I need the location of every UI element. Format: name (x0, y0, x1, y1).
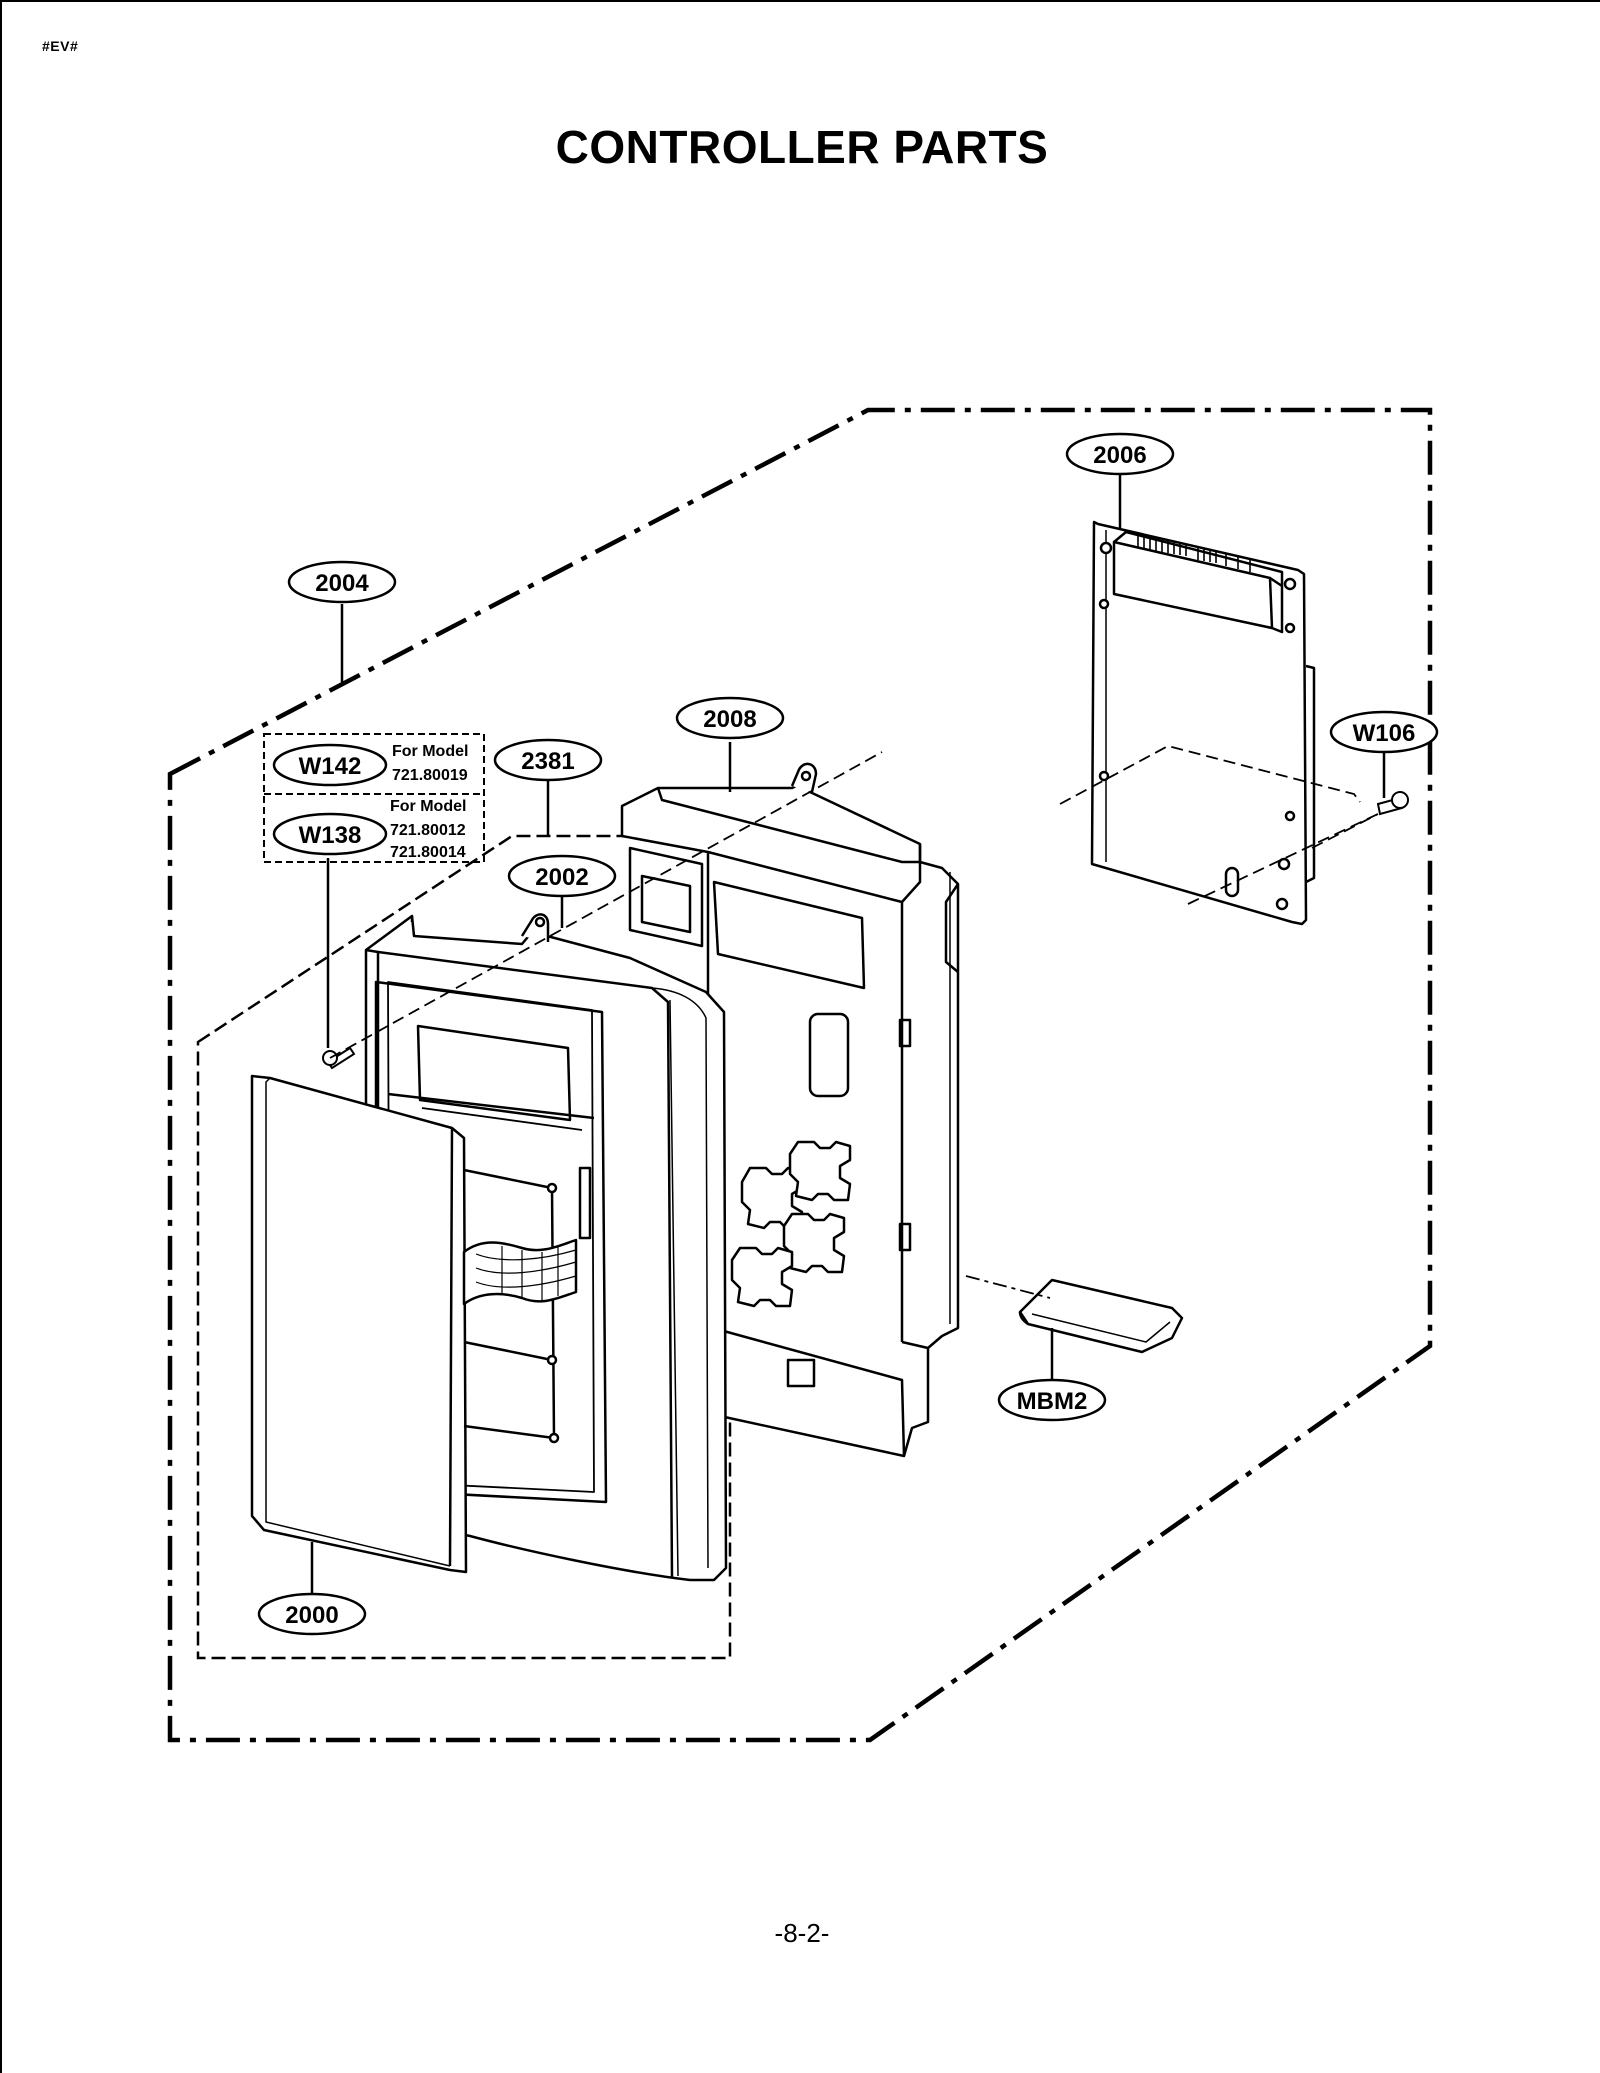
leader-lines (310, 472, 1386, 1598)
callout-2008: 2008 (703, 706, 756, 733)
callout-ellipses (257, 432, 1439, 1636)
callout-w142: W142 (299, 753, 362, 780)
note-w142-heading: For Model (392, 743, 468, 760)
note-w138-model-1: 721.80012 (390, 822, 466, 839)
callout-w106: W106 (1353, 720, 1416, 747)
callout-2000: 2000 (285, 1602, 338, 1629)
note-w138-heading: For Model (390, 798, 466, 815)
note-w138-model-2: 721.80014 (390, 844, 466, 861)
screw-w138 (322, 1046, 356, 1070)
model-note-box (263, 733, 485, 863)
callout-2006: 2006 (1093, 442, 1146, 469)
assembly-boundary (167, 407, 1433, 1743)
model-notes: For Model 721.80019 For Model 721.80012 … (390, 743, 468, 861)
callout-mbm2: MBM2 (1017, 1388, 1088, 1415)
callout-2381: 2381 (521, 748, 574, 775)
callout-w138: W138 (299, 822, 362, 849)
callout-2004: 2004 (315, 570, 369, 597)
screw-w106 (1376, 791, 1409, 816)
page-title: CONTROLLER PARTS (555, 121, 1049, 173)
callout-2002: 2002 (535, 864, 588, 891)
assembly-guides (329, 745, 1379, 1059)
keypad-membrane (250, 1074, 578, 1574)
page-number: -8-2- (774, 1918, 830, 1948)
connector-part (1018, 1278, 1184, 1354)
control-pcb (1090, 520, 1316, 926)
document-code: #EV# (42, 38, 79, 54)
callout-labels: 2004 2006 2008 2381 2002 2000 W142 W138 … (285, 442, 1415, 1629)
note-w142-model: 721.80019 (392, 767, 468, 784)
